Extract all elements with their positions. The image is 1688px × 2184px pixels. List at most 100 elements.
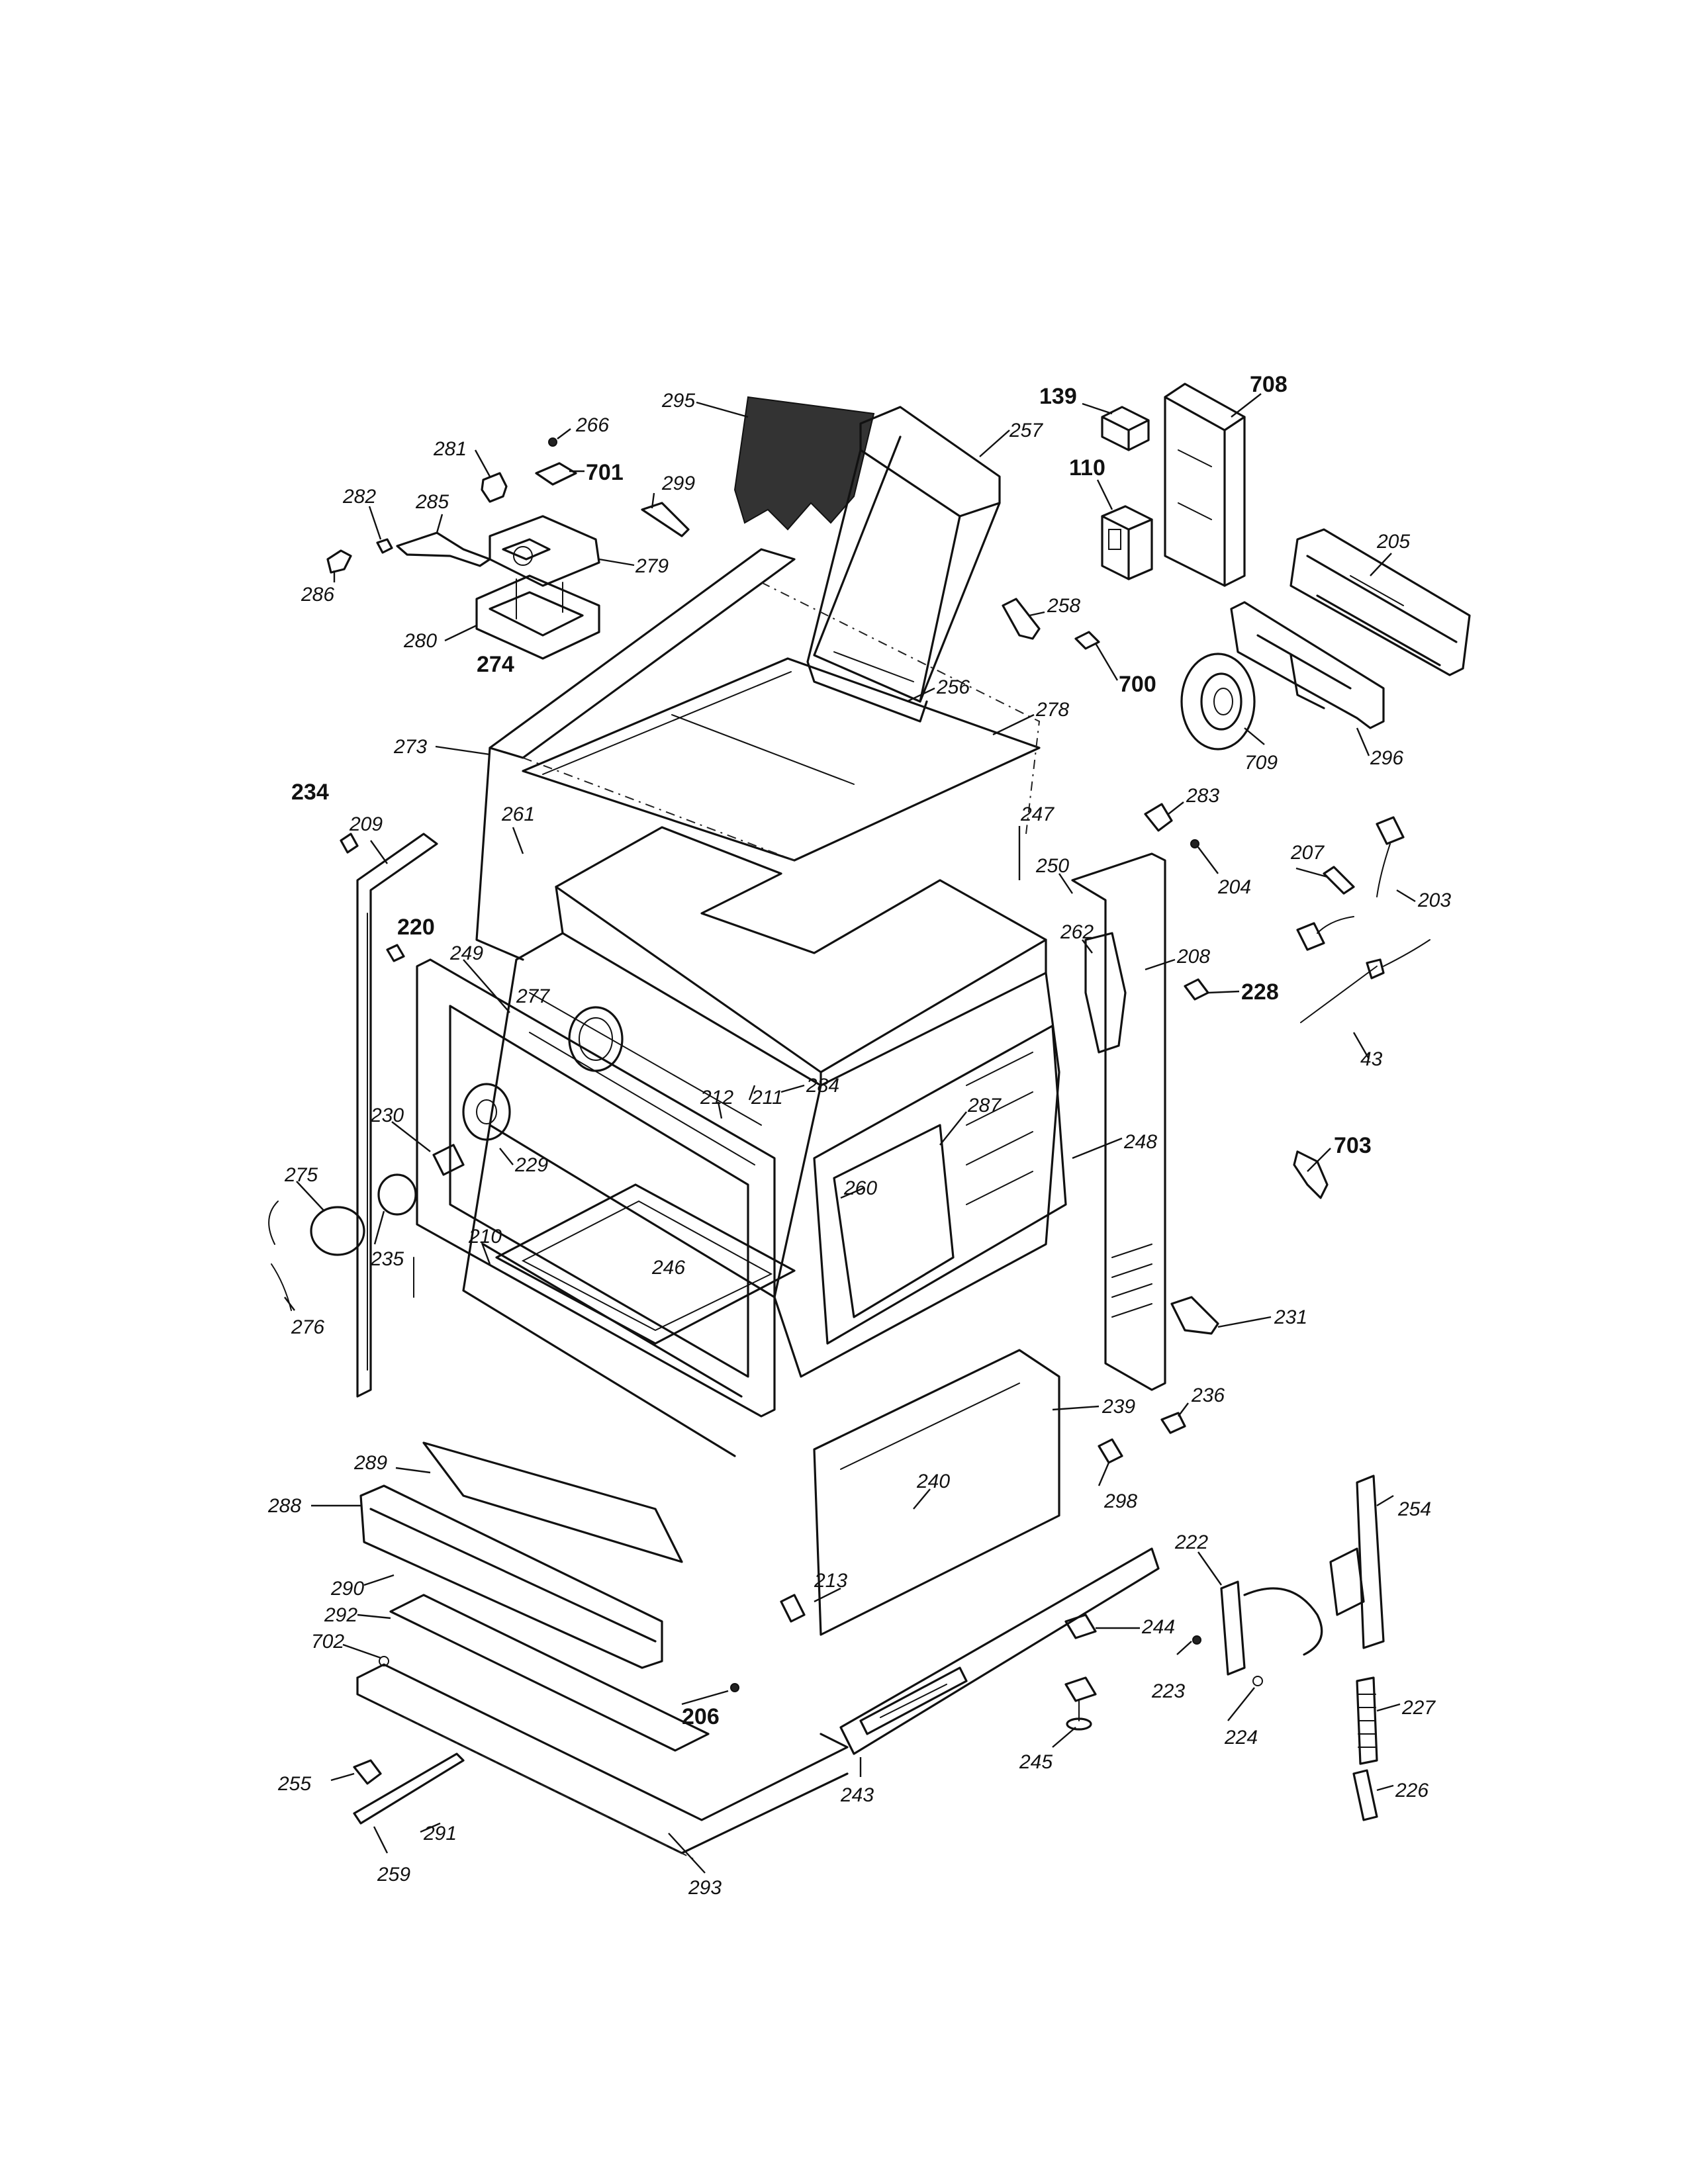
door-lock-assembly-279 [396, 515, 600, 660]
callout-275: 275 [284, 1164, 318, 1186]
left-side-panel-209 [356, 833, 438, 1398]
side-panel-287 [813, 1024, 1067, 1345]
sensor-43 [1300, 939, 1430, 1023]
bracket-231 [1170, 1296, 1219, 1335]
clip-700 [1074, 631, 1100, 650]
broiler-drawer-assembly [359, 1441, 710, 1752]
callout-299: 299 [661, 473, 695, 494]
callout-206[interactable]: 206 [682, 1704, 720, 1729]
callout-245: 245 [1019, 1751, 1053, 1773]
bracket-262 [1084, 932, 1127, 1054]
fan-709 [1180, 653, 1256, 751]
callout-284: 284 [806, 1075, 839, 1097]
callout-209: 209 [349, 813, 383, 835]
callout-254: 254 [1397, 1498, 1431, 1520]
top-panel-278 [522, 657, 1041, 862]
cabinet-top-frame-273 [475, 548, 1041, 961]
callout-224: 224 [1224, 1727, 1258, 1749]
leveling-leg-245 [1064, 1676, 1097, 1731]
callout-279: 279 [635, 555, 669, 577]
callout-228[interactable]: 228 [1241, 979, 1279, 1005]
callout-296: 296 [1370, 747, 1403, 769]
callout-110[interactable]: 110 [1069, 455, 1105, 480]
callout-247: 247 [1020, 803, 1055, 825]
bottom-tray-293 [356, 1663, 849, 1860]
callout-234[interactable]: 234 [291, 780, 329, 805]
callout-203: 203 [1417, 889, 1451, 911]
callout-213: 213 [814, 1570, 847, 1592]
callout-281: 281 [433, 438, 467, 460]
callout-230: 230 [370, 1105, 404, 1126]
callout-274[interactable]: 274 [477, 652, 514, 677]
screw-223 [1192, 1635, 1201, 1645]
callout-210: 210 [468, 1226, 502, 1248]
callout-255: 255 [277, 1773, 311, 1795]
knob-286 [326, 549, 352, 574]
callout-248: 248 [1123, 1131, 1157, 1153]
callout-289: 289 [353, 1452, 387, 1474]
light-assembly [268, 1083, 511, 1311]
screw-206 [730, 1683, 739, 1692]
lower-panel-239 [813, 1349, 1060, 1636]
callout-291: 291 [423, 1823, 457, 1844]
callout-259: 259 [377, 1864, 410, 1886]
callout-139[interactable]: 139 [1039, 384, 1077, 409]
callout-708[interactable]: 708 [1250, 372, 1288, 397]
bracket-258 [1002, 598, 1041, 640]
callout-256: 256 [936, 676, 970, 698]
callout-298: 298 [1103, 1490, 1137, 1512]
shield-panel-296 [1230, 601, 1385, 729]
clip-244 [1064, 1614, 1097, 1639]
callout-700[interactable]: 700 [1119, 672, 1156, 697]
callout-278: 278 [1035, 699, 1069, 721]
clip-281 [481, 472, 508, 503]
nut-220 [386, 944, 405, 962]
callout-207: 207 [1290, 842, 1325, 864]
side-duct-708 [1164, 383, 1246, 587]
callout-262: 262 [1060, 921, 1094, 943]
callout-290: 290 [330, 1578, 364, 1600]
callout-277: 277 [516, 985, 550, 1007]
washer-224 [1252, 1676, 1263, 1686]
callout-231: 231 [1274, 1306, 1307, 1328]
callout-229: 229 [514, 1154, 548, 1176]
callout-295: 295 [661, 390, 695, 412]
bracket-213 [780, 1594, 806, 1623]
clip-283 [1144, 803, 1173, 832]
callout-703[interactable]: 703 [1334, 1133, 1372, 1158]
callout-288: 288 [267, 1495, 301, 1517]
callout-labels: 295 257 139 708 266 281 701 110 299 282 … [267, 372, 1451, 1899]
callout-709: 709 [1244, 752, 1278, 774]
callout-286: 286 [301, 584, 334, 606]
right-side-panel-208 [1071, 852, 1166, 1391]
callout-273: 273 [393, 736, 427, 758]
plate-701 [535, 462, 577, 486]
callout-211: 211 [751, 1087, 783, 1109]
callout-244: 244 [1141, 1616, 1175, 1638]
callout-293: 293 [688, 1877, 722, 1899]
callout-227: 227 [1401, 1697, 1436, 1719]
callout-285: 285 [415, 491, 449, 513]
rear-panel-205 [1289, 528, 1471, 676]
callout-292: 292 [324, 1604, 357, 1626]
callout-246: 246 [651, 1257, 685, 1279]
screw-702 [379, 1656, 389, 1666]
callout-701[interactable]: 701 [586, 460, 624, 485]
leveling-foot-255 [353, 1759, 382, 1785]
callout-257: 257 [1009, 420, 1043, 441]
callout-208: 208 [1176, 946, 1210, 968]
screw-204 [1190, 839, 1199, 848]
clip-234 [340, 833, 359, 854]
callout-220[interactable]: 220 [397, 915, 435, 940]
callout-261: 261 [501, 803, 535, 825]
callout-280: 280 [403, 630, 437, 652]
relay-box-110 [1101, 505, 1153, 580]
clip-228 [1184, 978, 1209, 1001]
oven-cavity [462, 932, 1060, 1457]
callout-204: 204 [1217, 876, 1251, 898]
wire-harness-203 [1296, 816, 1405, 951]
vent-duct-257 [806, 406, 1001, 723]
hinge-222 [1220, 1580, 1323, 1676]
callout-236: 236 [1191, 1385, 1225, 1406]
